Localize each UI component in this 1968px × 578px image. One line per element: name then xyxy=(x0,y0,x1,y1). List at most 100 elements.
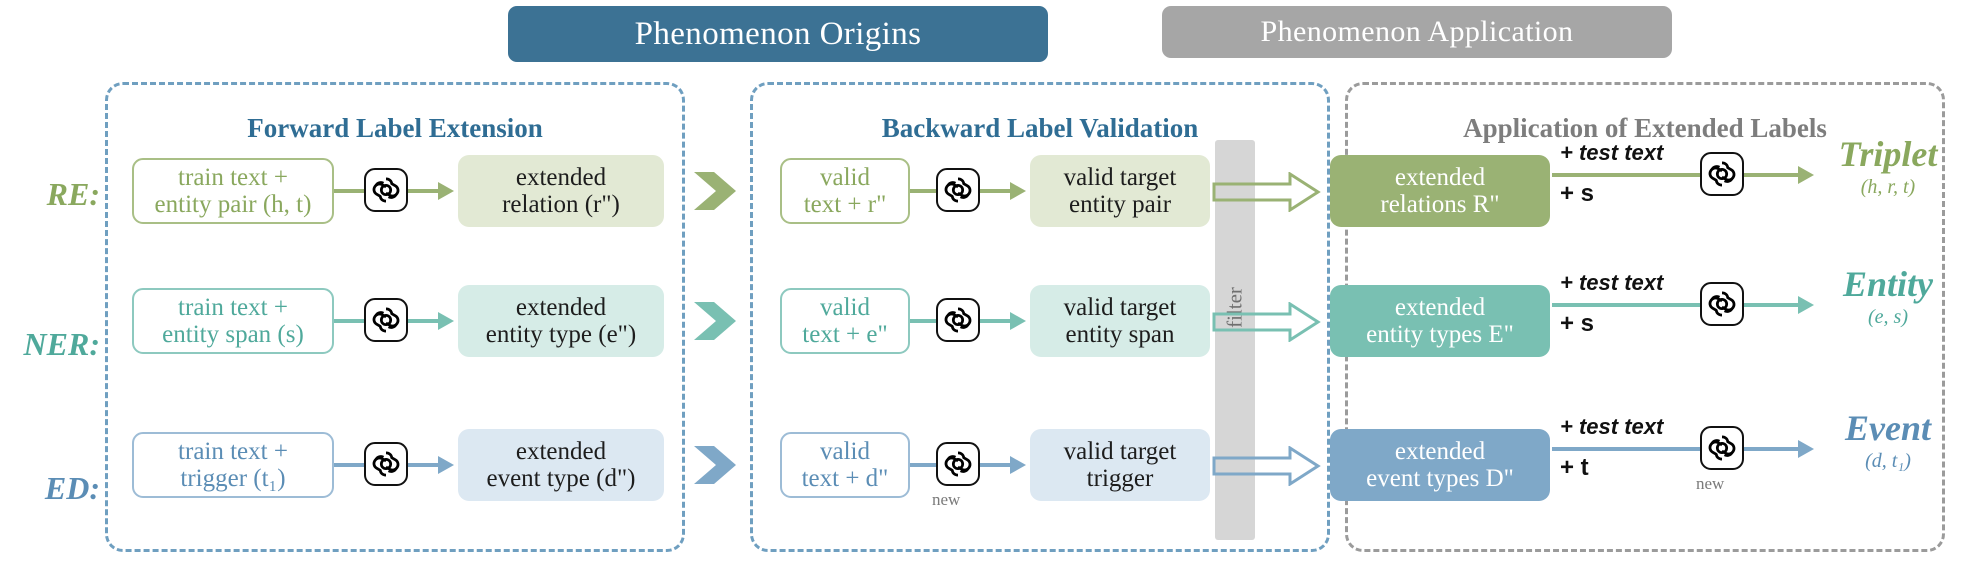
ed-extended-line1: extended xyxy=(515,438,607,465)
ner-extended-set-line1: extended xyxy=(1394,294,1486,321)
re-conn-1 xyxy=(334,189,368,193)
ed-valid-input-line2: text + d" xyxy=(801,465,889,492)
re-valid-target-line2: entity pair xyxy=(1068,191,1172,218)
re-filter-arrow xyxy=(1212,172,1322,212)
ner-input-line1: train text + xyxy=(178,294,288,321)
ner-conn-4 xyxy=(980,319,1012,323)
ed-result-name: Event xyxy=(1845,408,1931,448)
ner-extended-set-line2: entity types E" xyxy=(1366,321,1514,348)
openai-logo-icon-ed-apply xyxy=(1700,426,1744,470)
re-valid-target-line1: valid target xyxy=(1063,164,1177,191)
re-extended-line1: extended xyxy=(515,164,607,191)
openai-logo-icon-ed-backward xyxy=(936,442,980,486)
ner-extended-line2: entity type (e") xyxy=(485,321,637,348)
panel-forward-title: Forward Label Extension xyxy=(247,113,543,143)
ner-arrow-1 xyxy=(438,312,454,330)
panel-forward-label-extension: Forward Label Extension xyxy=(105,82,685,552)
ner-input-line2: entity span (s) xyxy=(162,321,304,348)
openai-logo-icon-re-apply xyxy=(1700,152,1744,196)
banner-phenomenon-origins: Phenomenon Origins xyxy=(508,6,1048,62)
openai-logo-icon-ner-forward xyxy=(364,298,408,342)
ner-extended-line1: extended xyxy=(515,294,607,321)
ed-filter-arrow xyxy=(1212,446,1322,486)
ner-filter-arrow xyxy=(1212,302,1322,342)
ed-test-text-label: + test text xyxy=(1560,414,1664,439)
ed-conn-6 xyxy=(1744,447,1800,451)
re-input-box: train text + entity pair (h, t) xyxy=(132,158,334,224)
ner-result-tuple: (e, s) xyxy=(1868,306,1908,328)
re-valid-input-box: valid text + r" xyxy=(780,158,910,224)
ed-valid-target-box: valid target trigger xyxy=(1030,429,1210,501)
re-extended-box: extended relation (r") xyxy=(458,155,664,227)
ner-result: Entity (e, s) xyxy=(1818,266,1958,329)
re-result: Triplet (h, r, t) xyxy=(1818,136,1958,199)
ner-valid-input-line2: text + e" xyxy=(802,321,888,348)
ed-extended-set-box: extended event types D" xyxy=(1330,429,1550,501)
openai-logo-icon-ner-backward xyxy=(936,298,980,342)
re-test-extra-label: + s xyxy=(1560,180,1595,207)
ner-extended-set-box: extended entity types E" xyxy=(1330,285,1550,357)
ed-result-tuple: (d, t₁) xyxy=(1865,450,1911,472)
panel-application-title: Application of Extended Labels xyxy=(1463,113,1827,143)
ner-valid-target-line2: entity span xyxy=(1065,321,1175,348)
ner-valid-input-line1: valid xyxy=(820,294,870,321)
task-label-ed: ED: xyxy=(44,470,100,506)
openai-logo-icon-re-forward xyxy=(364,168,408,212)
ed-valid-target-line1: valid target xyxy=(1063,438,1177,465)
ed-arrow-2 xyxy=(1010,456,1026,474)
ner-arrow-3 xyxy=(1798,296,1814,314)
re-conn-4 xyxy=(980,189,1012,193)
re-arrow-2 xyxy=(1010,182,1026,200)
ed-arrow-3 xyxy=(1798,440,1814,458)
ner-test-extra-label: + s xyxy=(1560,310,1595,337)
panel-backward-title: Backward Label Validation xyxy=(881,113,1199,143)
ed-conn-5 xyxy=(1552,447,1700,451)
re-extended-line2: relation (r") xyxy=(502,191,620,218)
ed-conn-3 xyxy=(910,463,940,467)
re-result-name: Triplet xyxy=(1838,134,1938,174)
ed-conn-2 xyxy=(408,463,440,467)
ed-conn-4 xyxy=(980,463,1012,467)
ner-stage-chevron xyxy=(692,300,740,342)
ed-apply-new-tag: new xyxy=(1696,474,1725,493)
re-extended-set-box: extended relations R" xyxy=(1330,155,1550,227)
ner-valid-input-box: valid text + e" xyxy=(780,288,910,354)
re-conn-2 xyxy=(408,189,440,193)
task-label-ner: NER: xyxy=(23,326,100,362)
ed-extended-set-line2: event types D" xyxy=(1366,465,1514,492)
ed-arrow-1 xyxy=(438,456,454,474)
re-input-line2: entity pair (h, t) xyxy=(154,191,312,218)
panel-backward-label-validation: Backward Label Validation xyxy=(750,82,1330,552)
ner-conn-2 xyxy=(408,319,440,323)
ner-valid-target-line1: valid target xyxy=(1063,294,1177,321)
ner-valid-target-box: valid target entity span xyxy=(1030,285,1210,357)
ed-extended-box: extended event type (d") xyxy=(458,429,664,501)
ed-test-extra-label: + t xyxy=(1560,454,1589,481)
ed-input-line1: train text + xyxy=(178,438,288,465)
re-arrow-1 xyxy=(438,182,454,200)
re-arrow-3 xyxy=(1798,166,1814,184)
openai-logo-icon-ner-apply xyxy=(1700,282,1744,326)
banner-phenomenon-application: Phenomenon Application xyxy=(1162,6,1672,58)
ed-stage-chevron xyxy=(692,444,740,486)
re-conn-5 xyxy=(1552,173,1700,177)
ed-result: Event (d, t₁) xyxy=(1818,410,1958,473)
ner-conn-6 xyxy=(1744,303,1800,307)
re-conn-6 xyxy=(1744,173,1800,177)
openai-logo-icon-re-backward xyxy=(936,168,980,212)
ed-input-line2: trigger (t₁) xyxy=(180,465,286,492)
ner-input-box: train text + entity span (s) xyxy=(132,288,334,354)
ed-backward-new-tag: new xyxy=(932,490,961,509)
ner-conn-3 xyxy=(910,319,940,323)
re-result-tuple: (h, r, t) xyxy=(1860,176,1916,198)
re-input-line1: train text + xyxy=(178,164,288,191)
re-test-text-label: + test text xyxy=(1560,140,1664,165)
ner-extended-box: extended entity type (e") xyxy=(458,285,664,357)
re-valid-input-line2: text + r" xyxy=(803,191,887,218)
re-valid-target-box: valid target entity pair xyxy=(1030,155,1210,227)
ed-conn-1 xyxy=(334,463,368,467)
ner-conn-1 xyxy=(334,319,368,323)
re-extended-set-line2: relations R" xyxy=(1380,191,1500,218)
ner-result-name: Entity xyxy=(1842,264,1934,304)
